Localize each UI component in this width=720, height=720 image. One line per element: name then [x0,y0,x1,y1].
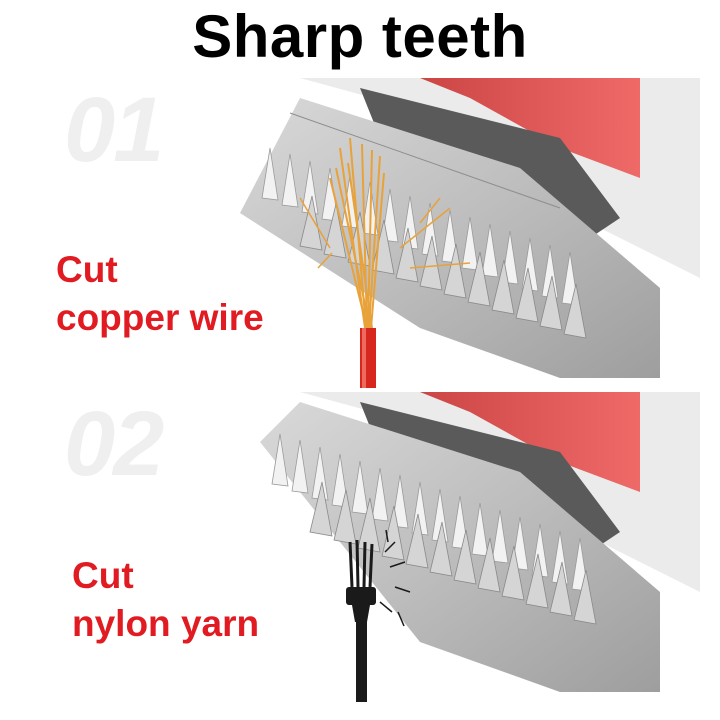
panel-nylon-yarn: 02 [0,392,720,702]
caption-line-1: Cut [56,249,118,290]
step-number: 02 [64,393,164,495]
page-title: Sharp teeth [192,3,528,70]
step-number: 01 [64,79,164,181]
clipper-blade-illustration [240,78,700,388]
clipper-blade-illustration [260,392,700,702]
panel-copper-wire: 01 [0,78,720,388]
caption-copper-wire: Cut copper wire [56,246,264,342]
caption-line-2: copper wire [56,297,264,338]
caption-nylon-yarn: Cut nylon yarn [72,552,259,648]
caption-line-2: nylon yarn [72,603,260,644]
caption-line-1: Cut [72,555,134,596]
